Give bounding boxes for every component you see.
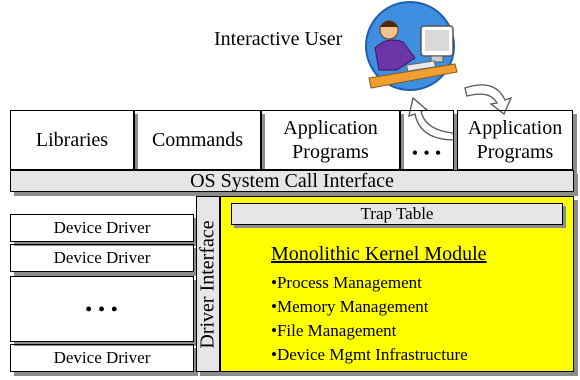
monolithic-kernel-module: Trap Table Monolithic Kernel Module Proc… (220, 196, 574, 372)
application-programs-box-2: Application Programs (457, 110, 573, 170)
app-programs-1-line2: Programs (292, 141, 369, 163)
device-driver-box-2: Device Driver (10, 244, 194, 272)
device-driver-label-3: Device Driver (53, 348, 151, 367)
interaction-arrows (408, 84, 513, 141)
arrow-to-apps-left-icon (408, 96, 456, 141)
commands-box: Commands (134, 110, 261, 170)
system-call-interface-bar: OS System Call Interface (10, 170, 574, 192)
app-programs-2-line1: Application (467, 117, 563, 139)
libraries-box: Libraries (10, 110, 134, 170)
driver-interface-bar: Driver Interface (196, 196, 220, 372)
programs-ellipsis-box: • • • (400, 110, 454, 170)
device-driver-label-2: Device Driver (53, 248, 151, 267)
trap-table-label: Trap Table (360, 204, 434, 223)
kernel-feature-item: Memory Management (271, 295, 468, 319)
commands-label: Commands (151, 129, 244, 151)
driver-interface-label: Driver Interface (196, 219, 219, 349)
device-driver-ellipsis-box: • • • (10, 276, 194, 342)
device-driver-box-3: Device Driver (10, 344, 194, 372)
device-driver-box-1: Device Driver (10, 214, 194, 242)
kernel-feature-list: Process Management Memory Management Fil… (271, 271, 468, 367)
system-call-interface-label: OS System Call Interface (190, 170, 394, 192)
kernel-feature-item: Device Mgmt Infrastructure (271, 343, 468, 367)
libraries-label: Libraries (35, 129, 109, 151)
kernel-feature-item: Process Management (271, 271, 468, 295)
trap-table-box: Trap Table (231, 203, 563, 225)
computer-user-icon (365, 1, 458, 91)
kernel-title: Monolithic Kernel Module (271, 243, 487, 265)
app-programs-2-line2: Programs (476, 141, 554, 163)
application-programs-box-1: Application Programs (261, 110, 400, 170)
programs-ellipsis: • • • (412, 145, 442, 162)
device-driver-ellipsis: • • • (85, 298, 119, 319)
app-programs-1-line1: Application (283, 117, 378, 139)
arrow-to-apps-right-icon (464, 84, 513, 116)
interactive-user-label: Interactive User (214, 28, 343, 50)
kernel-feature-item: File Management (271, 319, 468, 343)
device-driver-label-1: Device Driver (53, 218, 151, 237)
